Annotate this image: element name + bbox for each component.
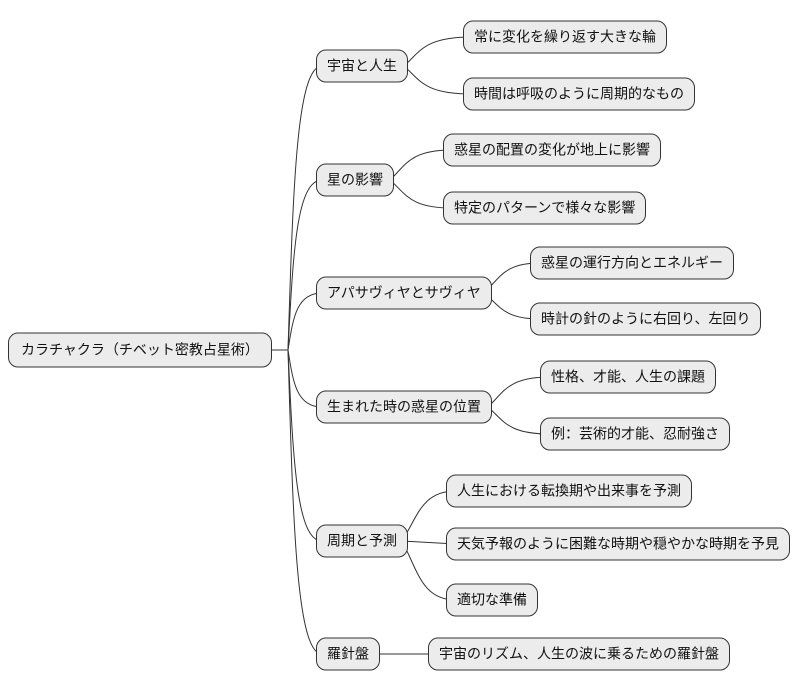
edge-branch-1-child-2: [403, 65, 473, 95]
node-branch-4-child-2: 例：芸術的才能、忍耐強さ: [540, 417, 730, 451]
node-branch-4: 生まれた時の惑星の位置: [316, 390, 492, 424]
node-branch-5-child-1: 人生における転換期や出来事を予測: [446, 474, 692, 508]
node-branch-2: 星の影響: [316, 163, 394, 197]
node-branch-3: アパサヴィヤとサヴィヤ: [316, 276, 492, 310]
node-branch-1: 宇宙と人生: [316, 49, 408, 83]
node-branch-5-child-3: 適切な準備: [446, 583, 538, 617]
edge-root-branch-5: [287, 349, 323, 542]
node-branch-3-child-2: 時計の針のように右回り、左回り: [530, 302, 762, 336]
node-branch-1-child-1: 常に変化を繰り返す大きな輪: [463, 20, 667, 54]
edge-branch-4-child-1: [487, 376, 551, 408]
edge-branch-1-child-1: [403, 36, 473, 67]
node-branch-6-child-1: 宇宙のリズム、人生の波に乗るための羅針盤: [428, 637, 730, 671]
edge-root-branch-6: [287, 349, 323, 655]
node-branch-4-child-1: 性格、才能、人生の課題: [540, 360, 716, 394]
edge-root-branch-3: [287, 292, 323, 351]
node-branch-5: 周期と予測: [316, 524, 408, 558]
node-branch-2-child-1: 惑星の配置の変化が地上に影響: [443, 133, 661, 167]
node-branch-6: 羅針盤: [316, 637, 380, 671]
node-branch-2-child-2: 特定のパターンで様々な影響: [443, 191, 647, 225]
edge-root-branch-4: [287, 349, 323, 408]
edge-branch-2-child-1: [389, 149, 453, 181]
edge-branch-4-child-2: [487, 406, 551, 435]
node-root: カラチャクラ（チベット密教占星術）: [8, 332, 272, 368]
edge-root-branch-1: [287, 65, 323, 351]
edge-root-branch-2: [287, 179, 323, 351]
edge-branch-2-child-2: [389, 179, 453, 209]
node-branch-3-child-1: 惑星の運行方向とエネルギー: [530, 246, 734, 280]
node-branch-5-child-2: 天気予報のように困難な時期や穏やかな時期を予見: [446, 527, 790, 561]
node-branch-1-child-2: 時間は呼吸のように周期的なもの: [463, 77, 695, 111]
